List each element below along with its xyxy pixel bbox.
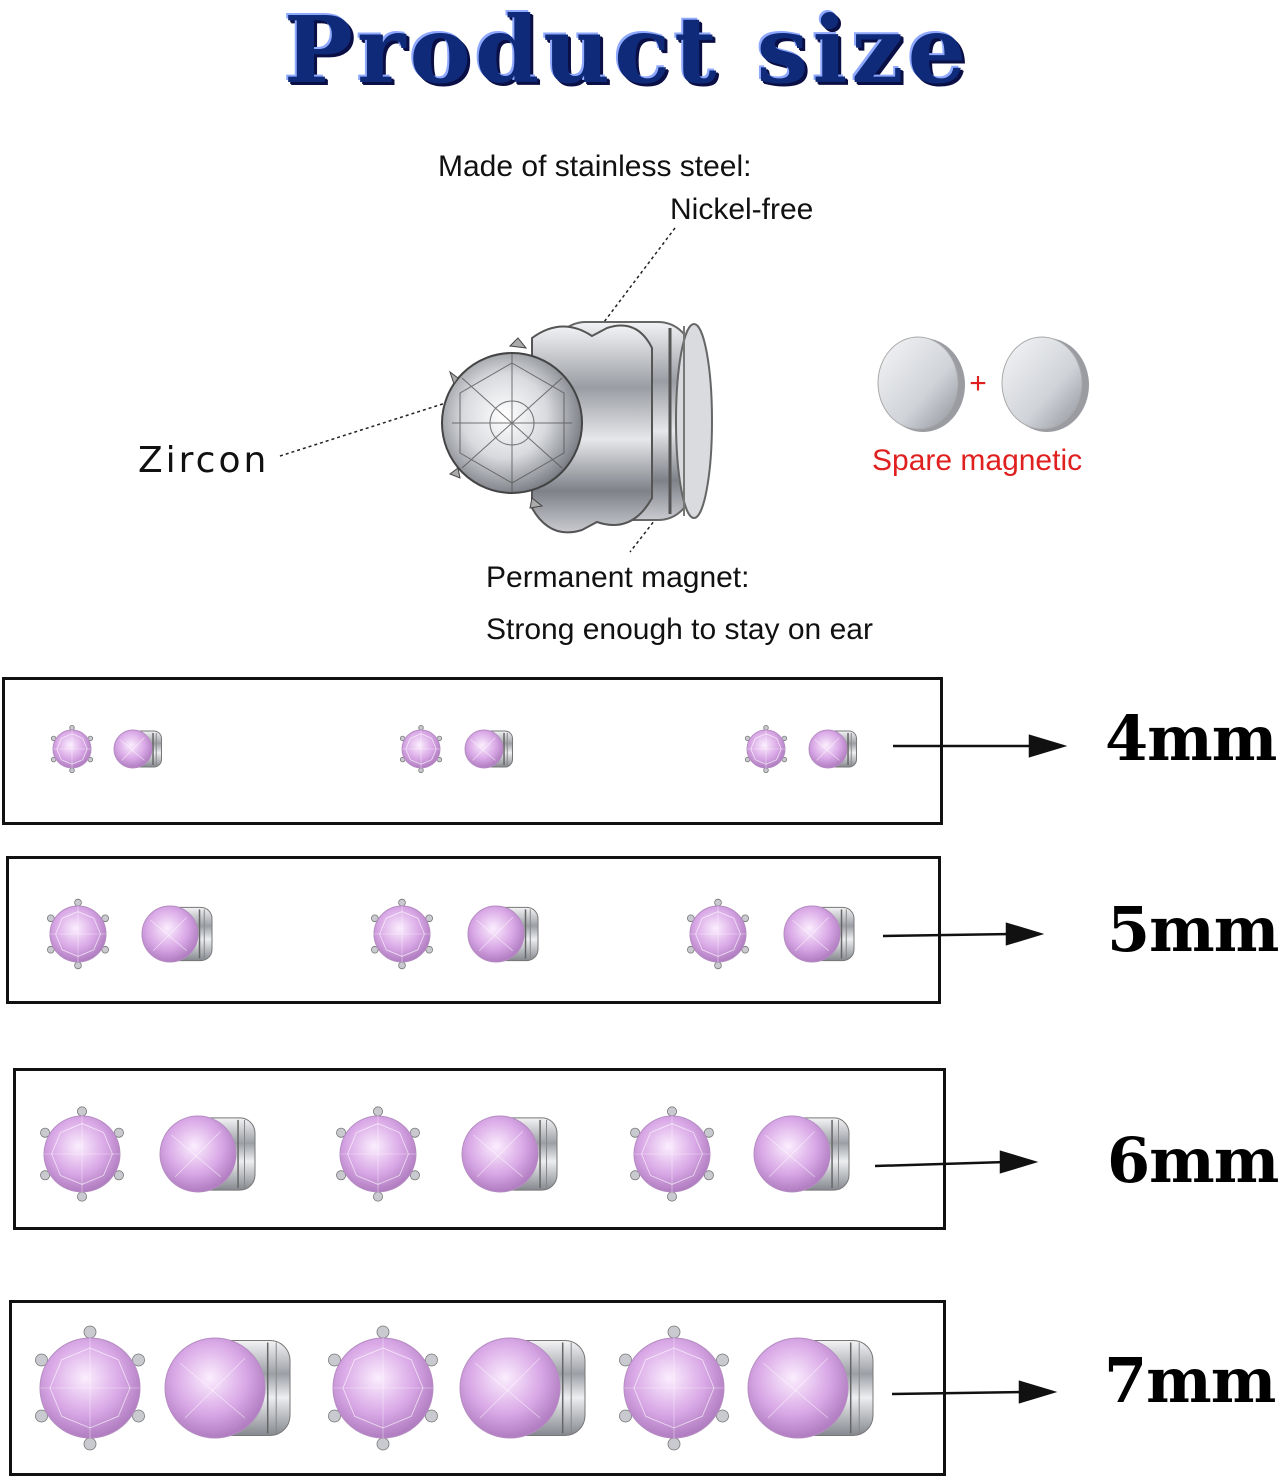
spare-magnets-icon: + <box>877 336 1089 432</box>
stud-4mm-1-front <box>50 725 94 773</box>
stud-7mm-2-front <box>328 1325 438 1451</box>
stud-5mm-1-side <box>141 905 213 963</box>
stud-5mm-1-front <box>46 898 109 970</box>
stud-5mm-2-side <box>467 905 539 963</box>
stud-7mm-1-side <box>164 1337 291 1439</box>
material-label: Made of stainless steel: <box>438 150 752 183</box>
stud-6mm-2-side <box>461 1115 558 1193</box>
permanent-magnet-label: Permanent magnet: <box>486 561 750 594</box>
magnet-strength-label: Strong enough to stay on ear <box>486 613 873 646</box>
nickel-free-label: Nickel-free <box>670 193 814 226</box>
size-label-5mm: 5mm <box>1107 893 1278 966</box>
stud-6mm-3-side <box>753 1115 850 1193</box>
stud-7mm-3-side <box>747 1337 874 1439</box>
stud-4mm-2-front <box>399 725 443 773</box>
stud-7mm-2-side <box>459 1337 586 1439</box>
svg-text:+: + <box>969 367 987 400</box>
stud-6mm-3-front <box>630 1106 714 1202</box>
stud-5mm-3-front <box>686 898 749 970</box>
page-title: Product size <box>283 0 971 104</box>
stud-6mm-2-front <box>336 1106 420 1202</box>
stud-5mm-3-side <box>783 905 855 963</box>
stud-4mm-1-side <box>113 729 162 769</box>
stud-6mm-1-front <box>40 1106 124 1202</box>
stud-6mm-1-side <box>159 1115 256 1193</box>
stud-4mm-3-front <box>744 725 788 773</box>
stud-5mm-2-front <box>370 898 434 970</box>
size-label-7mm: 7mm <box>1104 1344 1276 1417</box>
size-label-6mm: 6mm <box>1107 1124 1278 1197</box>
stud-7mm-3-front <box>619 1325 729 1451</box>
spare-magnetic-label: Spare magnetic <box>872 444 1083 477</box>
size-label-4mm: 4mm <box>1105 702 1277 775</box>
stud-4mm-3-side <box>808 729 858 769</box>
stud-7mm-1-front <box>35 1325 145 1451</box>
stud-4mm-2-side <box>464 729 514 769</box>
magnetic-earring-icon <box>441 321 713 534</box>
zircon-label: Zircon <box>138 440 270 481</box>
